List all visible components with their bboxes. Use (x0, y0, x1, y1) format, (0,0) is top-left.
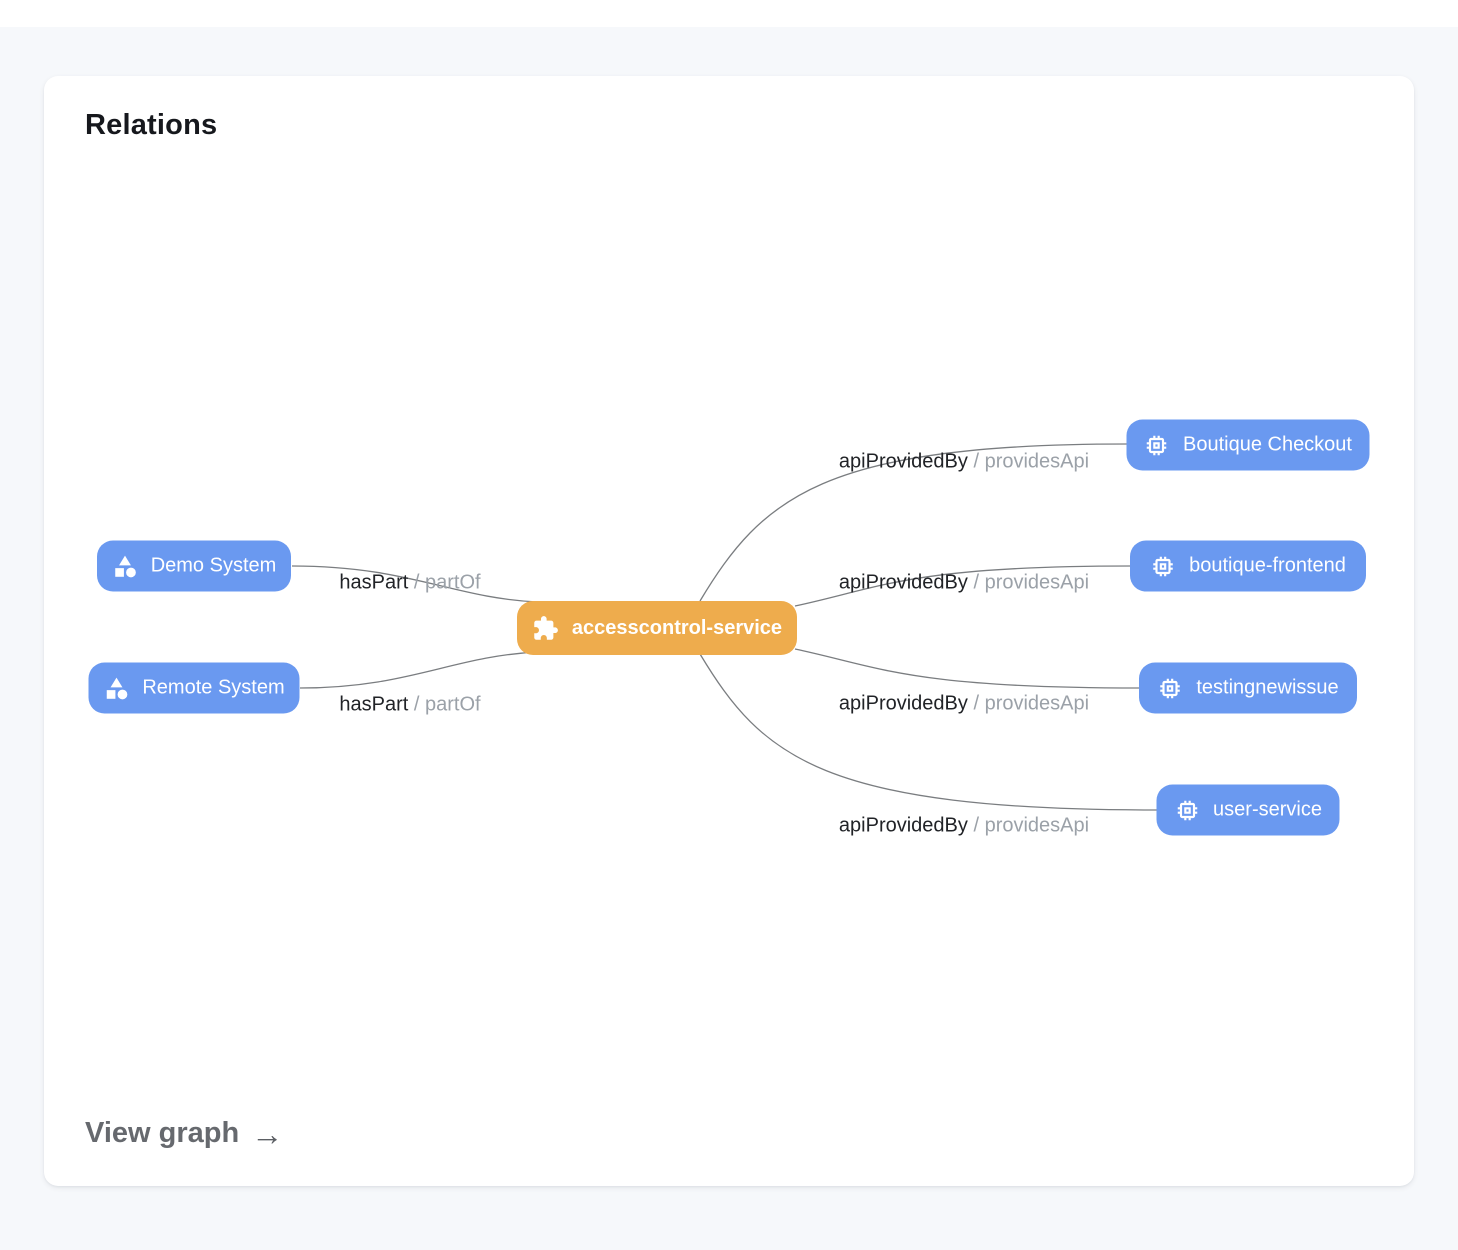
edge-label-primary: apiProvidedBy (838, 450, 968, 473)
node-label: user-service (1213, 798, 1322, 821)
view-graph-link[interactable]: View graph → (85, 1117, 283, 1150)
node-user-service[interactable]: user-service (1156, 784, 1340, 836)
chip-icon (1174, 797, 1200, 823)
edge-label-secondary: / providesApi (973, 450, 1090, 473)
edge-label-apiprovidedby-1: apiProvidedBy / providesApi (839, 451, 1089, 474)
node-boutique-frontend[interactable]: boutique-frontend (1130, 540, 1366, 592)
edge-label-apiprovidedby-4: apiProvidedBy / providesApi (839, 815, 1089, 838)
node-demo-system[interactable]: Demo System (97, 540, 291, 592)
edge-label-secondary: / providesApi (973, 814, 1090, 837)
chip-icon (1150, 553, 1176, 579)
edge-label-apiprovidedby-3: apiProvidedBy / providesApi (839, 693, 1089, 716)
node-label: Remote System (142, 676, 285, 699)
node-label: accesscontrol-service (571, 616, 783, 639)
node-label: Demo System (150, 554, 277, 577)
arrow-right-icon: → (251, 1115, 284, 1152)
edge-label-secondary: / partOf (413, 571, 481, 594)
shapes-icon (112, 553, 138, 579)
node-label: boutique-frontend (1189, 554, 1346, 577)
edge-label-haspart-1: hasPart / partOf (339, 572, 480, 595)
node-label: Boutique Checkout (1182, 433, 1352, 456)
view-graph-label: View graph (85, 1117, 240, 1149)
edge-label-primary: apiProvidedBy (838, 692, 968, 715)
edge-label-haspart-2: hasPart / partOf (339, 694, 480, 717)
edge-label-primary: hasPart (339, 693, 409, 716)
edge-label-primary: hasPart (339, 571, 409, 594)
chip-icon (1144, 432, 1170, 458)
node-remote-system[interactable]: Remote System (88, 662, 300, 714)
node-label: testingnewissue (1196, 676, 1339, 699)
edge-label-secondary: / partOf (413, 693, 481, 716)
edge-user-service (699, 653, 1158, 811)
node-boutique-checkout[interactable]: Boutique Checkout (1126, 419, 1370, 471)
page-header-strip (0, 0, 1458, 27)
edge-label-secondary: / providesApi (973, 692, 1090, 715)
node-accesscontrol-service[interactable]: accesscontrol-service (517, 601, 797, 655)
chip-icon (1157, 675, 1183, 701)
edge-label-primary: apiProvidedBy (838, 814, 968, 837)
edge-remote-system (299, 651, 539, 689)
node-testingnewissue[interactable]: testingnewissue (1139, 662, 1357, 714)
edge-label-primary: apiProvidedBy (838, 571, 968, 594)
puzzle-icon (532, 615, 559, 642)
edge-testingnewissue (794, 648, 1140, 689)
edge-label-apiprovidedby-2: apiProvidedBy / providesApi (839, 572, 1089, 595)
card-title: Relations (85, 109, 218, 141)
edge-label-secondary: / providesApi (973, 571, 1090, 594)
shapes-icon (103, 675, 129, 701)
